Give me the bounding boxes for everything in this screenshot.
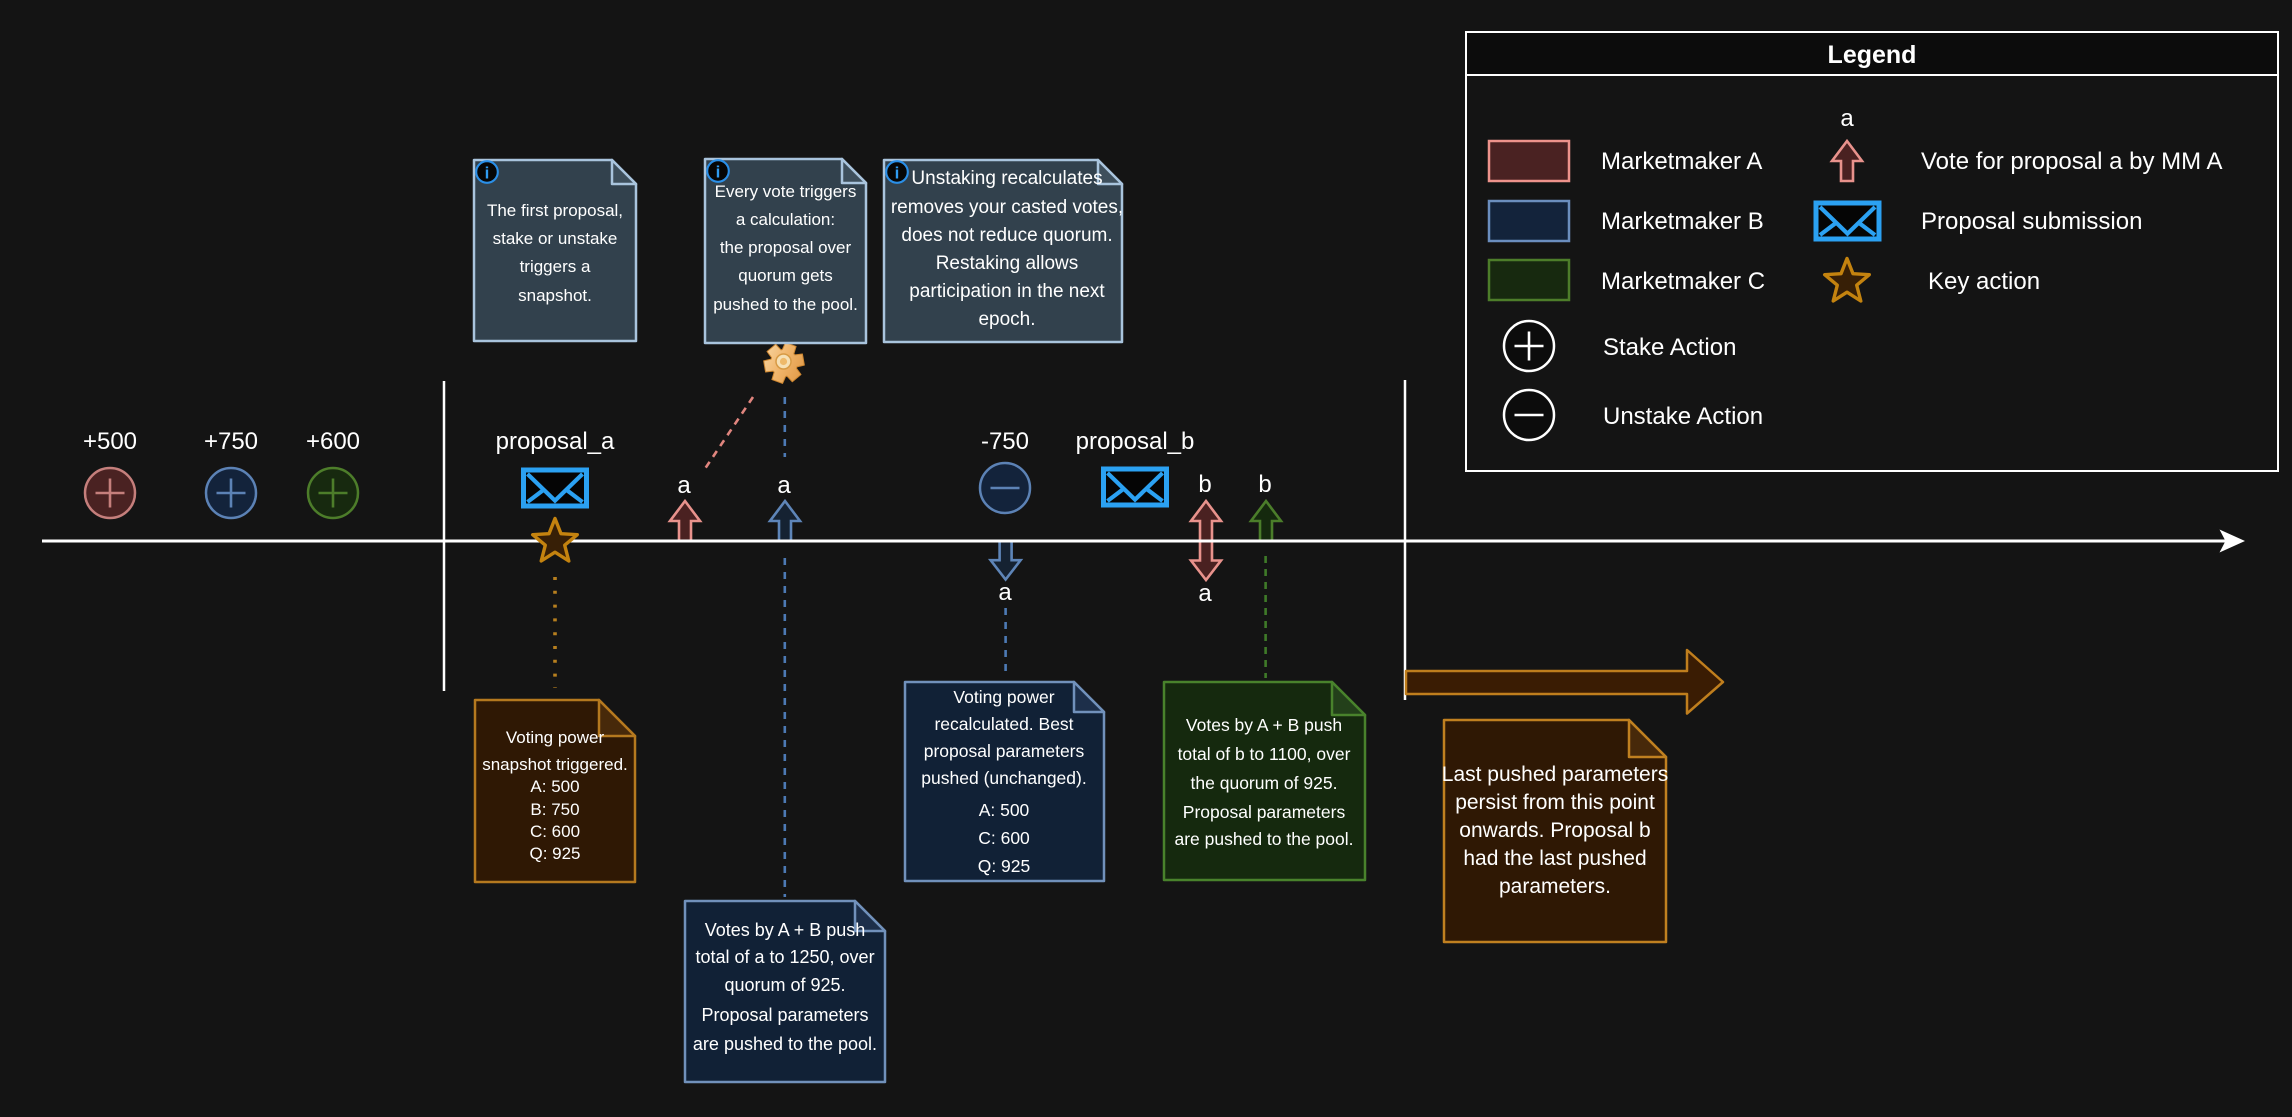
svg-text:removes your casted votes,: removes your casted votes, [891, 197, 1123, 218]
svg-text:Voting power: Voting power [953, 687, 1054, 707]
svg-text:Votes by A + B push: Votes by A + B push [1186, 715, 1342, 735]
svg-text:A: 500: A: 500 [530, 777, 579, 796]
svg-text:-750: -750 [981, 428, 1029, 455]
svg-text:a: a [677, 472, 691, 499]
svg-text:quorum gets: quorum gets [738, 266, 833, 285]
svg-text:Key action: Key action [1928, 268, 2040, 295]
svg-text:proposal_a: proposal_a [496, 428, 615, 455]
svg-text:a: a [998, 579, 1012, 606]
svg-text:+750: +750 [204, 428, 258, 455]
svg-text:recalculated. Best: recalculated. Best [934, 714, 1073, 734]
svg-text:Marketmaker C: Marketmaker C [1601, 268, 1765, 295]
svg-text:epoch.: epoch. [978, 309, 1035, 330]
svg-text:+500: +500 [83, 428, 137, 455]
svg-text:snapshot.: snapshot. [518, 286, 592, 305]
svg-text:Voting power: Voting power [506, 728, 605, 747]
svg-text:total of a to 1250, over: total of a to 1250, over [695, 947, 874, 967]
svg-text:persist from this point: persist from this point [1455, 791, 1655, 814]
svg-text:Last pushed parameters: Last pushed parameters [1442, 763, 1668, 786]
svg-text:onwards. Proposal b: onwards. Proposal b [1459, 819, 1650, 842]
svg-text:C: 600: C: 600 [978, 828, 1030, 848]
svg-text:b: b [1198, 471, 1211, 498]
svg-text:Q: 925: Q: 925 [978, 856, 1031, 876]
svg-text:a: a [1198, 580, 1212, 607]
svg-text:a: a [1840, 105, 1854, 132]
svg-text:Stake Action: Stake Action [1603, 334, 1736, 361]
svg-text:i: i [716, 163, 721, 182]
svg-text:total of b to 1100, over: total of b to 1100, over [1178, 744, 1351, 764]
svg-text:Vote for proposal a by MM A: Vote for proposal a by MM A [1921, 148, 2223, 175]
svg-text:a: a [777, 472, 791, 499]
svg-text:Proposal parameters: Proposal parameters [1183, 802, 1346, 822]
svg-text:stake or unstake: stake or unstake [493, 229, 618, 248]
svg-text:Votes by A + B push: Votes by A + B push [705, 920, 866, 940]
svg-text:b: b [1258, 471, 1271, 498]
svg-text:proposal parameters: proposal parameters [924, 741, 1085, 761]
svg-text:a calculation:: a calculation: [736, 210, 835, 229]
svg-text:the quorum of 925.: the quorum of 925. [1191, 773, 1338, 793]
svg-text:pushed (unchanged).: pushed (unchanged). [921, 768, 1086, 788]
svg-text:Proposal submission: Proposal submission [1921, 208, 2142, 235]
svg-text:Marketmaker A: Marketmaker A [1601, 148, 1762, 175]
svg-text:i: i [485, 164, 490, 183]
svg-text:Marketmaker B: Marketmaker B [1601, 208, 1764, 235]
svg-text:Q: 925: Q: 925 [529, 844, 580, 863]
svg-text:Restaking allows: Restaking allows [936, 253, 1079, 274]
svg-text:Every vote triggers: Every vote triggers [715, 182, 857, 201]
svg-text:participation in the next: participation in the next [909, 281, 1105, 302]
svg-text:A: 500: A: 500 [979, 800, 1030, 820]
svg-text:Proposal parameters: Proposal parameters [701, 1005, 868, 1025]
svg-text:are pushed to the pool.: are pushed to the pool. [1174, 829, 1353, 849]
svg-text:B: 750: B: 750 [530, 800, 579, 819]
svg-text:parameters.: parameters. [1499, 875, 1611, 898]
svg-text:quorum of 925.: quorum of 925. [724, 975, 845, 995]
svg-text:Unstaking recalculates: Unstaking recalculates [911, 168, 1102, 189]
svg-text:the proposal over: the proposal over [720, 238, 852, 257]
svg-text:proposal_b: proposal_b [1076, 428, 1195, 455]
svg-text:does not reduce quorum.: does not reduce quorum. [901, 225, 1112, 246]
svg-text:i: i [895, 164, 900, 183]
svg-text:had the last pushed: had the last pushed [1463, 847, 1646, 870]
svg-text:pushed to the pool.: pushed to the pool. [713, 295, 858, 314]
svg-text:snapshot triggered.: snapshot triggered. [482, 755, 628, 774]
svg-text:Legend: Legend [1828, 41, 1917, 69]
svg-text:The first proposal,: The first proposal, [487, 201, 623, 220]
svg-text:triggers a: triggers a [520, 257, 591, 276]
svg-text:C: 600: C: 600 [530, 822, 580, 841]
svg-text:Unstake Action: Unstake Action [1603, 403, 1763, 430]
svg-text:+600: +600 [306, 428, 360, 455]
svg-text:are pushed to the pool.: are pushed to the pool. [693, 1034, 877, 1054]
